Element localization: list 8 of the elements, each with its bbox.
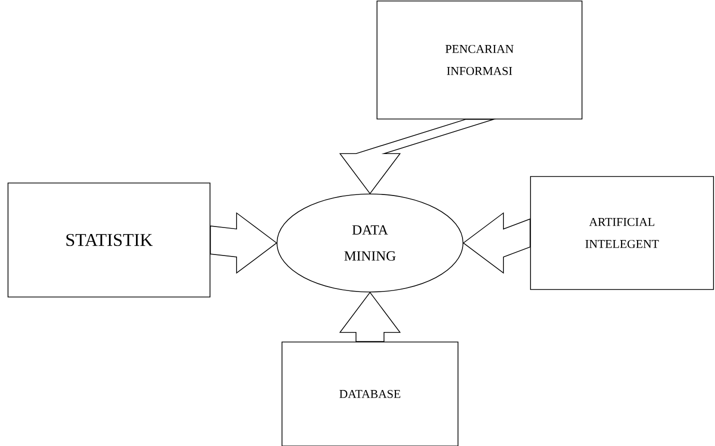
text-box: PENCARIAN INFORMASI [376,0,582,120]
text-box: ARTIFICIAL INTELEGENT [530,176,714,290]
text-box: STATISTIK [8,182,210,298]
block-arrow [462,212,530,274]
block-arrow [339,292,401,342]
text-box: DATABASE [282,342,458,446]
block-arrow [210,212,278,274]
ellipse-node: DATA MINING [276,194,464,292]
